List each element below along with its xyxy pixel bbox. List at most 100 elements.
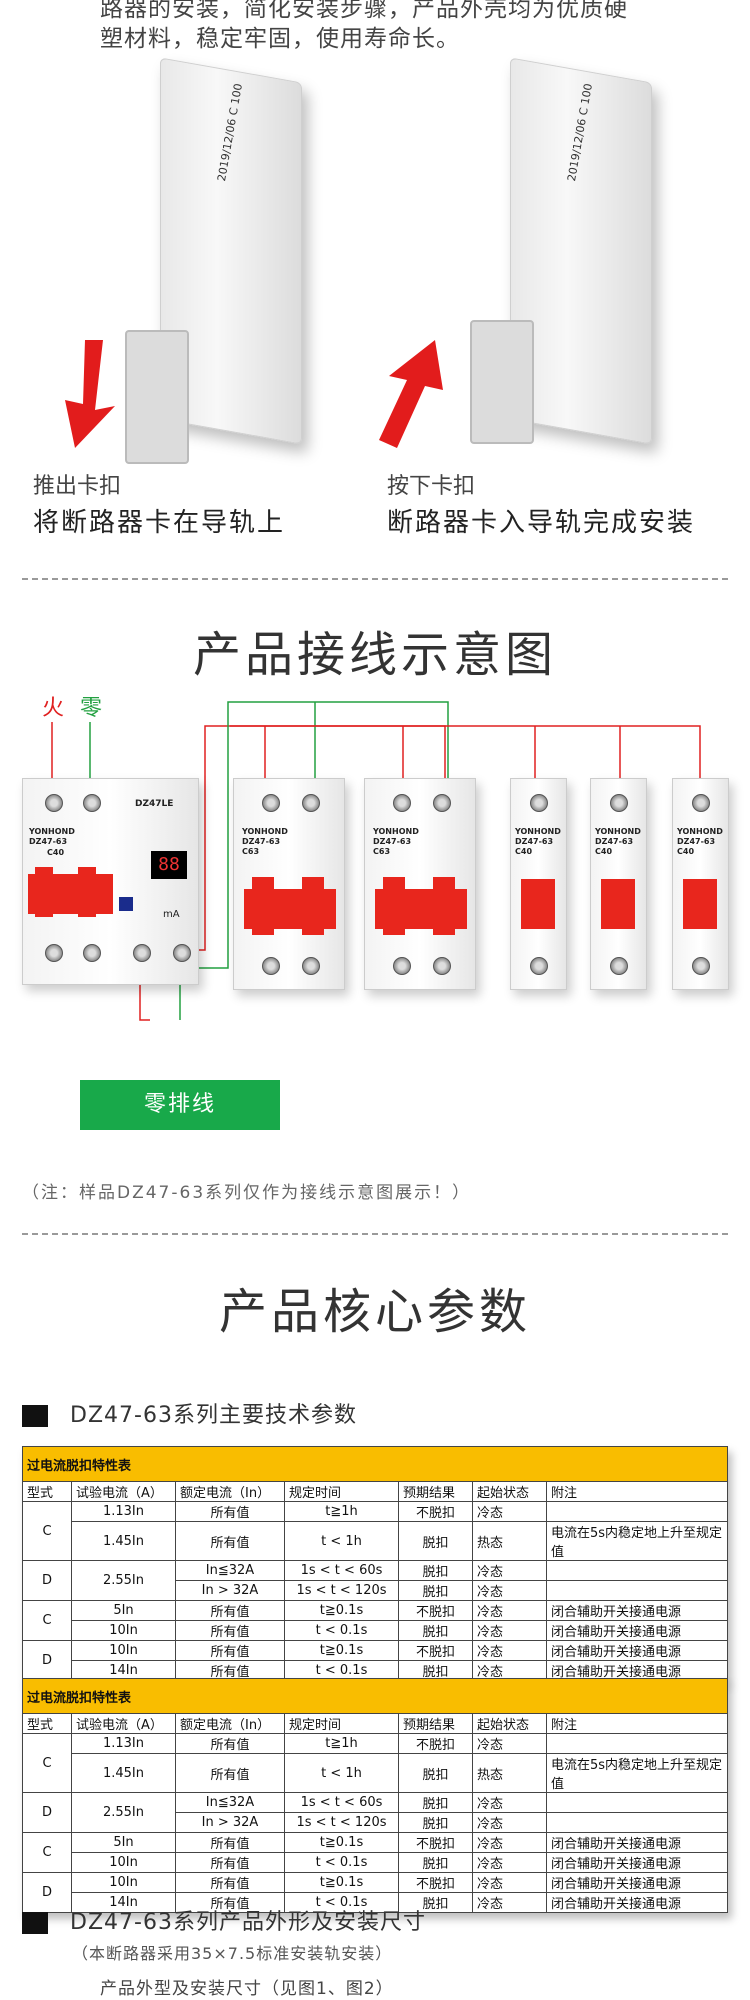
table-cell: 所有值 <box>175 1660 285 1681</box>
table-cell: 1s < t < 60s <box>284 1560 399 1581</box>
fire-label: 火 <box>42 696 65 721</box>
breaker-brand: YONHOND <box>242 827 288 836</box>
table-cell: 脱扣 <box>398 1620 473 1641</box>
header-test-current: 试验电流（A） <box>71 1713 176 1734</box>
breaker-brand: YONHOND <box>595 827 641 836</box>
section-2-subtitle-2: 产品外型及安装尺寸（见图1、图2） <box>100 1979 394 1999</box>
table-cell: 电流在5s内稳定地上升至规定值 <box>546 1753 728 1793</box>
breaker-c40-1: YONHOND DZ47-63 C40 <box>510 778 567 990</box>
table-cell: 脱扣 <box>398 1892 473 1913</box>
table-cell: 5In <box>71 1832 176 1853</box>
table-cell: 冷态 <box>472 1733 547 1754</box>
table-cell: t < 1h <box>284 1753 399 1793</box>
table-cell: 1.13In <box>71 1501 176 1522</box>
table-cell: 闭合辅助开关接通电源 <box>546 1640 728 1661</box>
test-button <box>119 897 133 911</box>
table-cell: t≧0.1s <box>284 1600 399 1621</box>
table-cell: In≦32A <box>175 1792 285 1813</box>
leakage-display: 88 <box>151 851 187 879</box>
breaker-rating: C40 <box>677 847 695 856</box>
trip-characteristics-table-1: 过电流脱扣特性表 型式 试验电流（A） 额定电流（In） 规定时间 预期结果 起… <box>22 1446 728 1681</box>
table-cell: 10In <box>71 1872 176 1893</box>
breaker-model: DZ47-63 <box>595 837 634 846</box>
breaker-photo-right: 2019/12/06 C 100 <box>470 57 660 450</box>
table-cell: 所有值 <box>175 1640 285 1661</box>
table-cell: 冷态 <box>472 1812 547 1833</box>
rcbo-tag: DZ47LE <box>135 799 174 809</box>
header-state: 起始状态 <box>472 1481 547 1502</box>
table-cell: 2.55In <box>71 1792 176 1833</box>
neutral-bar-label: 零排线 <box>80 1080 280 1130</box>
table-cell: 冷态 <box>472 1501 547 1522</box>
table-cell: 所有值 <box>175 1872 285 1893</box>
bullet-square-icon <box>22 1912 48 1934</box>
table-cell: t < 0.1s <box>284 1852 399 1873</box>
table-cell: 所有值 <box>175 1852 285 1873</box>
breaker-model: DZ47-63 <box>677 837 716 846</box>
table-cell: t≧1h <box>284 1733 399 1754</box>
table-cell: t < 0.1s <box>284 1892 399 1913</box>
rcbo-rating: C40 <box>47 848 65 857</box>
breaker-c63-1: YONHOND DZ47-63 C63 <box>233 778 345 990</box>
divider-1 <box>22 578 728 580</box>
table-cell: D <box>22 1792 72 1833</box>
step-1-small: 推出卡扣 <box>33 474 122 499</box>
table-cell: 冷态 <box>472 1560 547 1581</box>
section-2-heading: DZ47-63系列产品外形及安装尺寸 <box>22 1904 426 1936</box>
table-cell: 不脱扣 <box>398 1733 473 1754</box>
bullet-square-icon <box>22 1405 48 1427</box>
breaker-rating: C63 <box>242 847 260 856</box>
table-cell: 冷态 <box>472 1792 547 1813</box>
table-cell: 冷态 <box>472 1580 547 1601</box>
breaker-c40-2: YONHOND DZ47-63 C40 <box>590 778 647 990</box>
breaker-brand: YONHOND <box>515 827 561 836</box>
breaker-photo-left: 2019/12/06 C 100 <box>125 57 320 464</box>
header-rated-current: 额定电流（In） <box>175 1481 285 1502</box>
table-cell: 1.45In <box>71 1753 176 1793</box>
table-cell: 所有值 <box>175 1600 285 1621</box>
section-2-label: DZ47-63系列产品外形及安装尺寸 <box>70 1910 426 1935</box>
table-cell: 14In <box>71 1892 176 1913</box>
table-cell: 所有值 <box>175 1501 285 1522</box>
table-cell: t < 0.1s <box>284 1620 399 1641</box>
zero-label: 零 <box>80 696 103 721</box>
table-cell: C <box>22 1832 72 1873</box>
breaker-rating: C40 <box>595 847 613 856</box>
table-cell: 脱扣 <box>398 1560 473 1581</box>
header-test-current: 试验电流（A） <box>71 1481 176 1502</box>
section-2-subtitle: （本断路器采用35×7.5标准安装轨安装） <box>72 1944 393 1963</box>
table-cell <box>546 1560 728 1581</box>
table-cell <box>546 1812 728 1833</box>
table-cell: 冷态 <box>472 1852 547 1873</box>
header-time: 规定时间 <box>284 1481 399 1502</box>
trip-characteristics-table-2: 过电流脱扣特性表 型式 试验电流（A） 额定电流（In） 规定时间 预期结果 起… <box>22 1678 728 1913</box>
table-cell: 1.13In <box>71 1733 176 1754</box>
table-cell: t≧1h <box>284 1501 399 1522</box>
params-title: 产品核心参数 <box>218 1284 531 1340</box>
wiring-title: 产品接线示意图 <box>192 627 557 683</box>
table-cell: 冷态 <box>472 1832 547 1853</box>
table-cell: 脱扣 <box>398 1792 473 1813</box>
table-cell: 所有值 <box>175 1753 285 1793</box>
breaker-model: DZ47-63 <box>373 837 412 846</box>
table-header-row: 型式 试验电流（A） 额定电流（In） 规定时间 预期结果 起始状态 附注 <box>22 1713 728 1734</box>
table-cell: 闭合辅助开关接通电源 <box>546 1852 728 1873</box>
rcbo-unit-label: mA <box>163 909 180 920</box>
rcbo-brand: YONHOND <box>29 827 75 836</box>
table-cell: 10In <box>71 1852 176 1873</box>
table-cell: 冷态 <box>472 1620 547 1641</box>
table-cell <box>546 1792 728 1813</box>
table-cell: 不脱扣 <box>398 1501 473 1522</box>
header-rated-current: 额定电流（In） <box>175 1713 285 1734</box>
table-cell: 闭合辅助开关接通电源 <box>546 1620 728 1641</box>
table-cell: 闭合辅助开关接通电源 <box>546 1832 728 1853</box>
table-cell: D <box>22 1560 72 1601</box>
